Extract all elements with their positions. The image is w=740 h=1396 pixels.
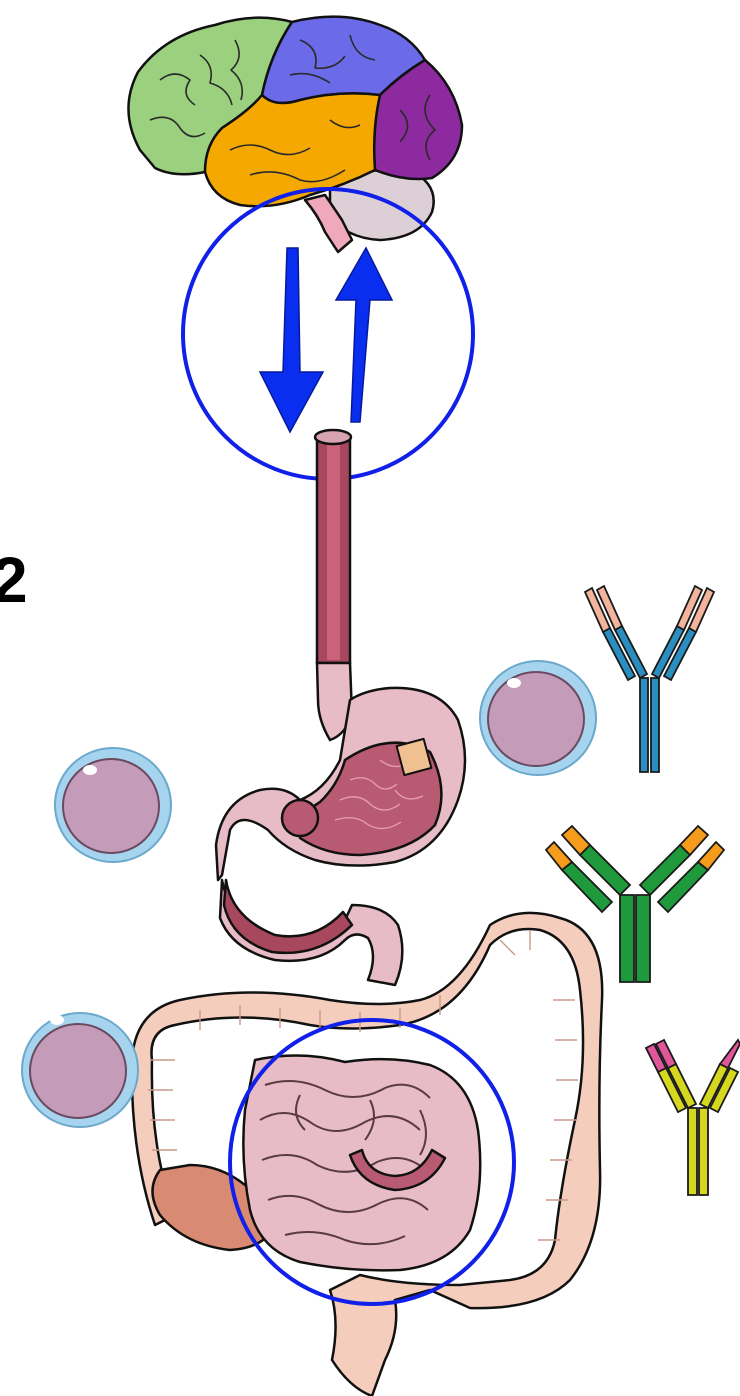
immune-cell-icon [55,748,171,862]
down-arrow-icon [260,248,323,432]
small-intestine-icon [243,1055,480,1270]
antibody-icon [585,586,714,772]
antibody-icon [646,1040,740,1195]
immune-cell-icon [480,661,596,775]
up-arrow-icon [336,248,392,422]
immune-cell-icon [22,1013,138,1127]
duodenum-icon [220,880,402,985]
esophagus-icon [315,430,352,740]
